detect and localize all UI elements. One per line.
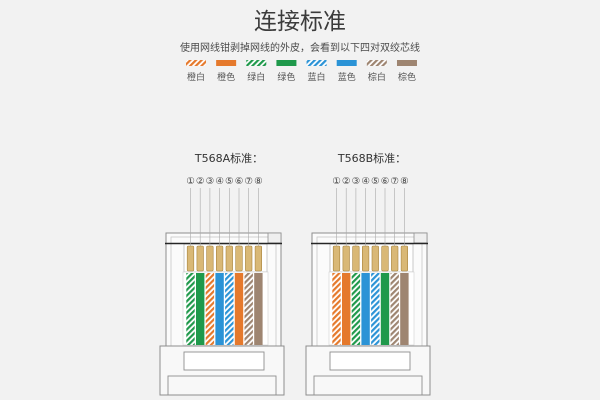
boot-window bbox=[183, 351, 265, 371]
wire-2 bbox=[196, 273, 205, 345]
contact-housing bbox=[183, 243, 268, 273]
contact-pin-7 bbox=[391, 245, 399, 272]
wire-1 bbox=[186, 273, 195, 345]
contact-pin-7 bbox=[245, 245, 253, 272]
pin-number-2: ② bbox=[196, 176, 205, 187]
page-title: 连接标准 bbox=[254, 9, 346, 35]
wire-4 bbox=[215, 273, 224, 345]
wire-3 bbox=[205, 273, 215, 345]
legend-label-1: 橙白 bbox=[187, 71, 205, 83]
wire-6 bbox=[380, 273, 390, 345]
pin-number-3: ③ bbox=[206, 176, 215, 187]
legend-swatch-4 bbox=[276, 60, 297, 66]
pin-number-3: ③ bbox=[352, 176, 361, 187]
contact-pin-3 bbox=[352, 245, 360, 272]
pin-number-2: ② bbox=[342, 176, 351, 187]
pin-number-4: ④ bbox=[215, 176, 224, 187]
wire-5 bbox=[225, 273, 234, 345]
wire-8 bbox=[254, 273, 263, 345]
pin-number-6: ⑥ bbox=[235, 176, 244, 187]
pin-number-8: ⑧ bbox=[254, 176, 263, 187]
legend-swatch-1 bbox=[186, 60, 206, 66]
contact-pin-8 bbox=[400, 245, 409, 272]
contact-housing bbox=[329, 243, 414, 273]
wire-3 bbox=[351, 273, 361, 345]
wire-4 bbox=[361, 273, 370, 345]
contact-pin-3 bbox=[206, 245, 214, 272]
legend-label-7: 棕白 bbox=[368, 71, 386, 83]
wire-6 bbox=[234, 273, 244, 345]
pin-number-8: ⑧ bbox=[400, 176, 409, 187]
pin-number-6: ⑥ bbox=[381, 176, 390, 187]
connector-latch bbox=[413, 232, 428, 244]
connector-latch bbox=[267, 232, 282, 244]
pin-number-4: ④ bbox=[361, 176, 370, 187]
legend-swatch-5 bbox=[306, 60, 327, 66]
legend-label-3: 绿白 bbox=[247, 71, 265, 83]
contact-pin-4 bbox=[216, 245, 224, 272]
wire-7 bbox=[390, 273, 399, 345]
contact-pin-1 bbox=[332, 245, 341, 272]
contact-pin-2 bbox=[196, 245, 204, 272]
legend-label-2: 橙色 bbox=[217, 71, 235, 83]
wire-8 bbox=[400, 273, 409, 345]
contact-pin-2 bbox=[342, 245, 350, 272]
legend-label-4: 绿色 bbox=[277, 71, 295, 83]
pin-number-1: ① bbox=[332, 176, 341, 187]
legend-swatch-8 bbox=[396, 60, 417, 66]
standard-label-t568a: T568A标准： bbox=[194, 151, 263, 165]
legend-swatch-6 bbox=[336, 60, 357, 66]
legend-label-8: 棕色 bbox=[398, 71, 416, 83]
wire-1 bbox=[332, 273, 341, 345]
boot-strain-relief bbox=[167, 375, 277, 396]
standard-label-t568b: T568B标准： bbox=[337, 151, 406, 165]
wire-color-legend: 橙白橙色绿白绿色 蓝白蓝色棕白棕色 bbox=[186, 60, 417, 83]
legend-label-6: 蓝色 bbox=[338, 71, 356, 83]
contact-pin-8 bbox=[254, 245, 263, 272]
page-subtitle: 使用网线钳剥掉网线的外皮，会看到以下四对双绞芯线 bbox=[180, 41, 420, 54]
contact-pin-5 bbox=[225, 245, 233, 272]
contact-pin-4 bbox=[361, 245, 370, 272]
contact-pin-6 bbox=[235, 245, 243, 272]
legend-swatch-7 bbox=[366, 60, 387, 66]
legend-swatch-2 bbox=[216, 60, 237, 66]
pin-number-7: ⑦ bbox=[244, 176, 253, 187]
contact-pin-5 bbox=[371, 245, 379, 272]
contact-pin-1 bbox=[186, 245, 195, 272]
contact-pin-6 bbox=[381, 245, 389, 272]
pin-number-1: ① bbox=[186, 176, 195, 187]
boot-strain-relief bbox=[313, 375, 423, 396]
pin-number-5: ⑤ bbox=[225, 176, 234, 187]
wire-5 bbox=[371, 273, 380, 345]
wire-7 bbox=[244, 273, 253, 345]
pin-number-5: ⑤ bbox=[371, 176, 380, 187]
boot-window bbox=[329, 351, 411, 371]
wire-2 bbox=[342, 273, 351, 345]
pin-number-7: ⑦ bbox=[390, 176, 399, 187]
legend-swatch-3 bbox=[246, 60, 267, 66]
legend-label-5: 蓝白 bbox=[308, 71, 326, 83]
